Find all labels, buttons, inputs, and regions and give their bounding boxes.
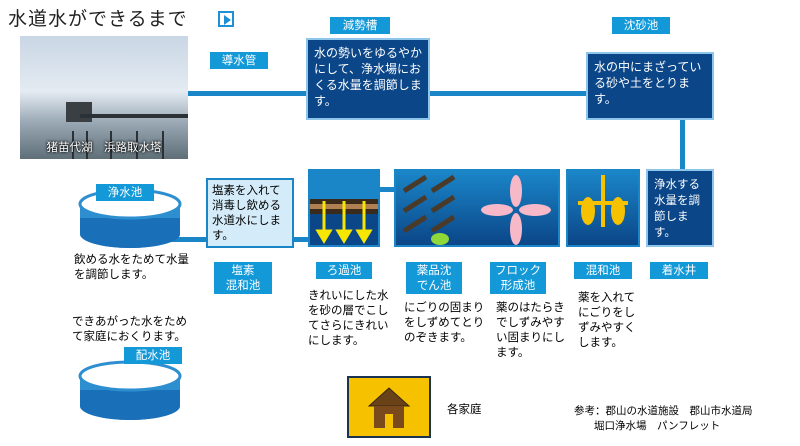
clear-water-tank-label: 浄水池 (96, 184, 154, 201)
sedimentation-basin-label: 沈砂池 (612, 17, 670, 34)
settling-flocculation-box (394, 169, 560, 247)
reference-line-2: 堀口浄水場 パンフレット (594, 420, 721, 432)
mixer-icon (578, 175, 628, 227)
filter-basin-label: ろ過池 (316, 262, 372, 279)
clear-water-tank-icon (78, 188, 182, 248)
intake-pipe-label: 導水管 (210, 52, 268, 69)
clear-water-tank-desc: 飲める水をためて水量を調節します。 (74, 252, 189, 281)
photo-caption: 猪苗代湖 浜路取水塔 (46, 140, 162, 154)
filter-basin-desc: きれいにした水を砂の層でこしてさらにきれいにします。 (308, 288, 389, 347)
intake-tower-photo: 猪苗代湖 浜路取水塔 (20, 36, 188, 159)
receiving-well-label: 減勢槽 (330, 17, 390, 34)
pipe-link (378, 187, 398, 192)
settling-basin-label: 薬品沈 でん池 (406, 262, 462, 294)
homes-label: 各家庭 (447, 402, 482, 416)
reference: 参考：郡山の水道施設 郡山市水道局 堀口浄水場 パンフレット (574, 404, 753, 434)
flocculation-basin-label: フロック 形成池 (490, 262, 546, 294)
pipe-main (188, 91, 684, 96)
settling-plates-icon (402, 174, 456, 245)
receiving-well-box: 水の勢いをゆるやかにして、浄水場におくる水量を調節します。 (306, 38, 430, 120)
chlorine-mixing-box: 塩素を入れて消毒し飲める水道水にします。 (206, 178, 294, 248)
distribution-tank-desc: できあがった水をためて家庭におくります。 (72, 314, 187, 343)
settling-basin-desc: にごりの固まりをしずめてとりのぞきます。 (404, 300, 485, 344)
pipe-chlorine (286, 237, 308, 242)
mixing-basin-label: 混和池 (574, 262, 632, 279)
intake-well-box: 浄水する水量を調節します。 (646, 169, 714, 247)
house-icon (367, 387, 411, 428)
play-icon[interactable] (218, 11, 234, 27)
mixing-basin-box (566, 169, 640, 247)
intake-well-label: 着水井 (650, 262, 708, 279)
sedimentation-basin-box: 水の中にまざっている砂や土をとります。 (586, 52, 714, 120)
page-title: 水道水ができるまで (8, 8, 188, 30)
chlorine-mixing-label: 塩素 混和池 (214, 262, 272, 294)
filter-icon (310, 199, 378, 245)
pipe-down (680, 91, 685, 169)
distribution-tank-label: 配水池 (124, 347, 182, 364)
flocculation-basin-desc: 薬のはたらきでしずみやすい固まりにします。 (496, 300, 565, 359)
paddle-icon (481, 175, 551, 245)
filter-basin-box (308, 169, 380, 247)
mixing-basin-desc: 薬を入れてにごりをしずみやすくします。 (578, 290, 636, 349)
homes-box (347, 376, 431, 438)
reference-line-1: 参考：郡山の水道施設 郡山市水道局 (574, 405, 753, 417)
distribution-tank-icon (78, 360, 182, 420)
